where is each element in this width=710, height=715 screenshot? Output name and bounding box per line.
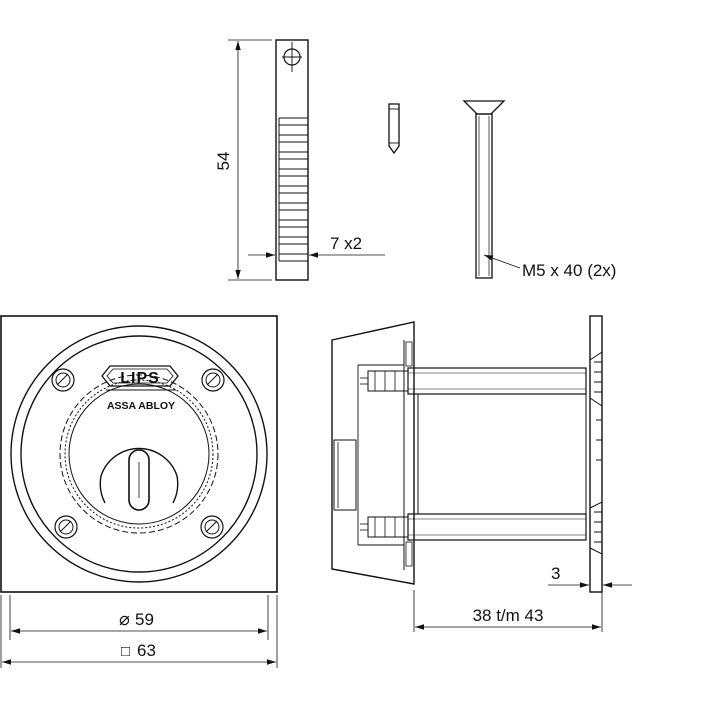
flange-plate: [589, 315, 603, 593]
square-symbol: □: [121, 643, 130, 660]
square-plate: [0, 315, 278, 593]
screw-hole-icon: [201, 368, 225, 392]
outer-rosette: [10, 325, 268, 583]
dimension-flange: 3: [548, 564, 632, 632]
front-view: LIPS ASSA ABLOY: [0, 315, 278, 593]
length-label: 38 t/m 43: [473, 606, 544, 625]
flange-screw-heads: [589, 351, 603, 555]
diameter-symbol: ⌀: [119, 609, 130, 629]
dimension-strip-height: 54: [214, 39, 272, 281]
logo-maker: ASSA ABLOY: [107, 400, 175, 412]
dimension-length: 38 t/m 43: [413, 590, 601, 632]
housing-slot: [333, 439, 357, 511]
flange-label: 3: [551, 564, 560, 583]
dimension-strip-thickness: 7 x2: [248, 234, 385, 258]
countersunk-screw: M5 x 40 (2x): [462, 100, 616, 280]
screw-label: M5 x 40 (2x): [522, 261, 616, 280]
strip-notches: [278, 117, 308, 262]
screw-hole-icon: [200, 515, 224, 539]
knurled-ring: [59, 374, 219, 534]
logo-brand: LIPS: [120, 370, 160, 387]
upper-screw-assembly: [360, 367, 587, 395]
housing: [331, 321, 415, 585]
side-view: [331, 315, 603, 593]
lips-logo: LIPS ASSA ABLOY: [101, 365, 179, 412]
mounting-holes: [51, 368, 225, 539]
small-pin: [388, 103, 400, 155]
adjustment-strip: [275, 39, 309, 281]
thumb-turn: [99, 447, 179, 511]
strip-thickness-label: 7 x2: [330, 234, 362, 253]
screw-hole-icon: [54, 515, 78, 539]
dimension-square: □ 63: [0, 595, 278, 668]
diameter-label: 59: [135, 610, 154, 629]
lower-screw-assembly: [360, 513, 587, 541]
strip-height-label: 54: [214, 152, 233, 171]
screw-hole-icon: [51, 368, 75, 392]
dimension-diameter: ⌀ 59: [9, 595, 269, 640]
square-label: 63: [137, 641, 156, 660]
